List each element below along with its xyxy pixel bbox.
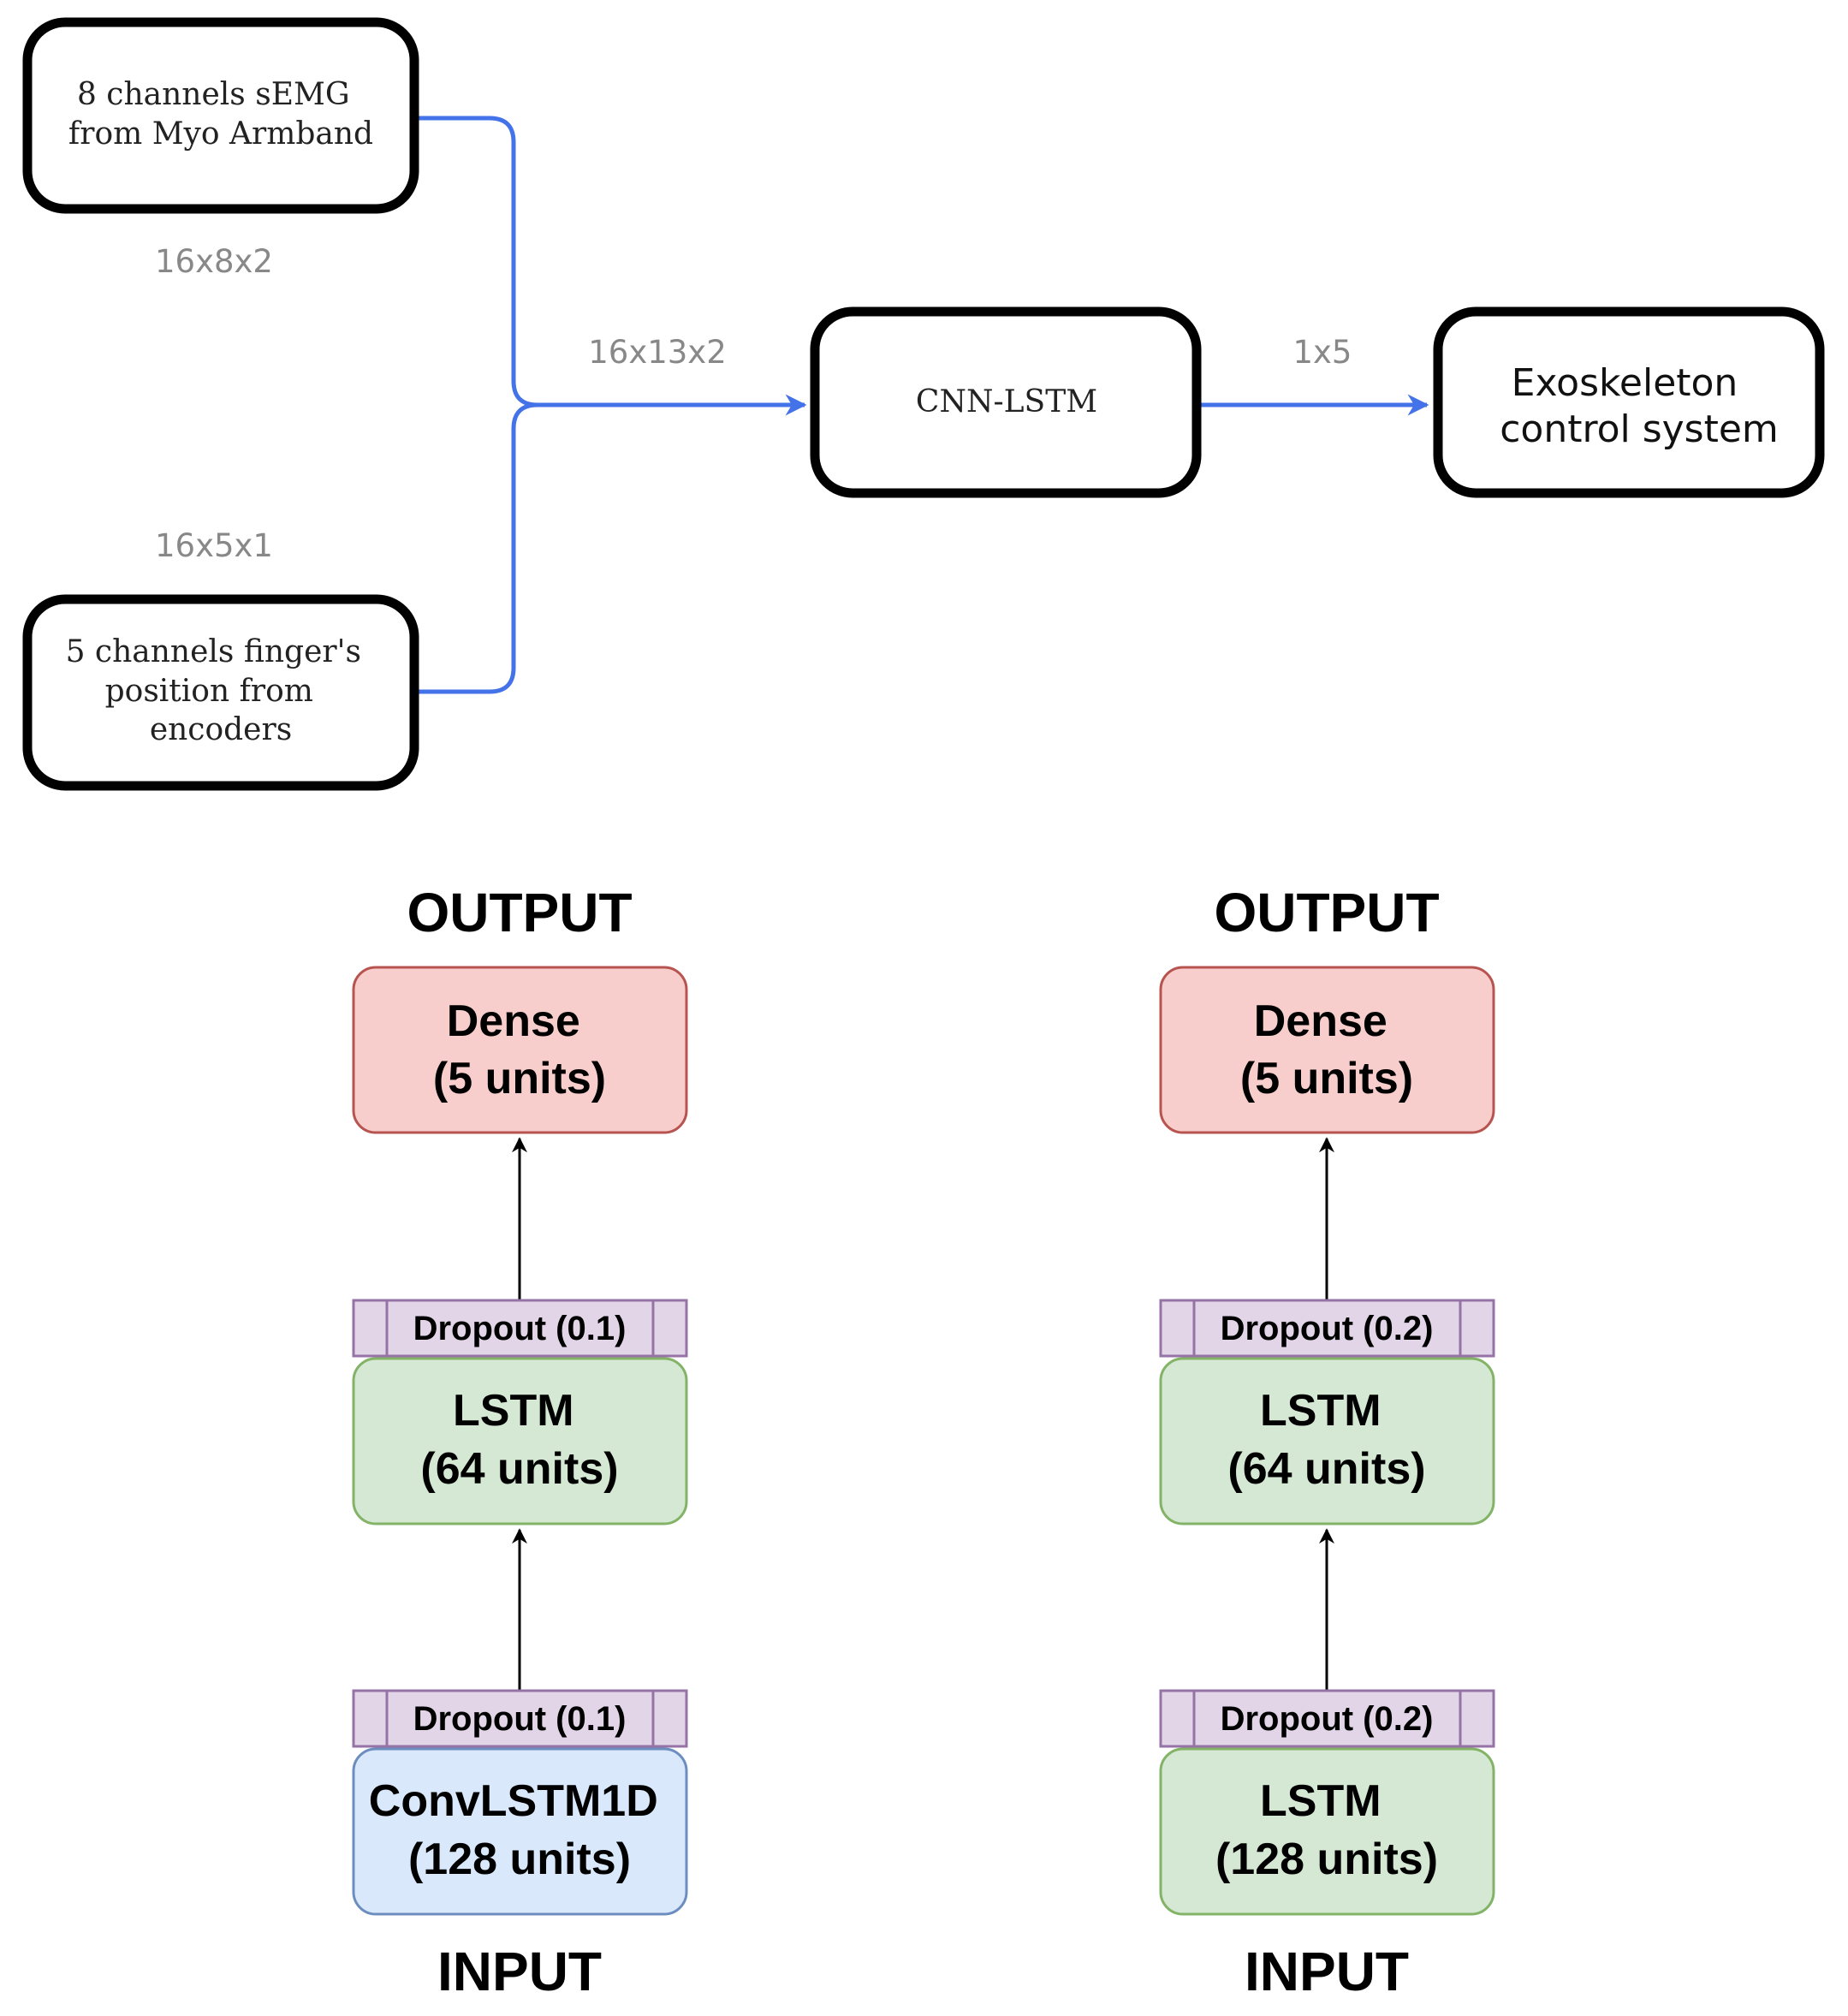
right-dropout-top: Dropout (0.2) [1159, 1299, 1495, 1358]
flow-diagram: 8 channels sEMG from Myo Armband 5 chann… [22, 17, 1825, 791]
semg-box-label: 8 channels sEMG from Myo Armband [68, 77, 373, 152]
encoder-box-label: 5 channels finger's position from encode… [66, 634, 371, 747]
right-dense-layer [1159, 966, 1495, 1134]
semg-dim-label: 16x8x2 [155, 243, 273, 280]
right-dropout-top-label: Dropout (0.2) [1221, 1310, 1434, 1347]
cnn-lstm-label: CNN-LSTM [916, 384, 1097, 419]
right-dropout-bottom-label: Dropout (0.2) [1221, 1700, 1434, 1738]
cnn-lstm-box [810, 306, 1202, 498]
encoder-connector [417, 402, 538, 694]
right-output-label: OUTPUT [1214, 882, 1439, 943]
left-dense-label: Dense (5 units) [433, 996, 606, 1103]
merged-dim-label: 16x13x2 [588, 334, 727, 371]
right-lstm-input-layer [1159, 1747, 1495, 1916]
encoder-dim-label: 16x5x1 [155, 527, 273, 564]
left-convlstm-label: ConvLSTM1D (128 units) [369, 1776, 670, 1884]
left-model-stack: OUTPUT Dense (5 units) Dropout (0.1) LST… [352, 882, 688, 2002]
left-dropout-top-label: Dropout (0.1) [413, 1310, 627, 1347]
left-dropout-bottom: Dropout (0.1) [352, 1689, 688, 1748]
encoder-box [22, 594, 419, 791]
left-lstm-top-label: LSTM (64 units) [420, 1386, 618, 1494]
right-lstm-top-label: LSTM (64 units) [1227, 1386, 1425, 1494]
left-dense-layer [352, 966, 688, 1134]
left-input-label: INPUT [437, 1941, 602, 2002]
left-lstm-top-layer [352, 1357, 688, 1525]
output-dim-label: 1x5 [1293, 334, 1352, 371]
exoskeleton-label: Exoskeleton control system [1500, 361, 1779, 451]
right-dense-label: Dense (5 units) [1240, 996, 1413, 1103]
right-input-label: INPUT [1245, 1941, 1409, 2002]
left-dropout-top: Dropout (0.1) [352, 1299, 688, 1358]
exoskeleton-box [1433, 306, 1825, 498]
left-convlstm-layer [352, 1747, 688, 1916]
right-lstm-input-label: LSTM (128 units) [1215, 1776, 1438, 1884]
right-lstm-top-layer [1159, 1357, 1495, 1525]
right-model-stack: OUTPUT Dense (5 units) Dropout (0.2) LST… [1159, 882, 1495, 2002]
left-dropout-bottom-label: Dropout (0.1) [413, 1700, 627, 1738]
left-output-label: OUTPUT [407, 882, 632, 943]
semg-connector [417, 116, 807, 416]
right-dropout-bottom: Dropout (0.2) [1159, 1689, 1495, 1748]
semg-box [22, 17, 419, 214]
